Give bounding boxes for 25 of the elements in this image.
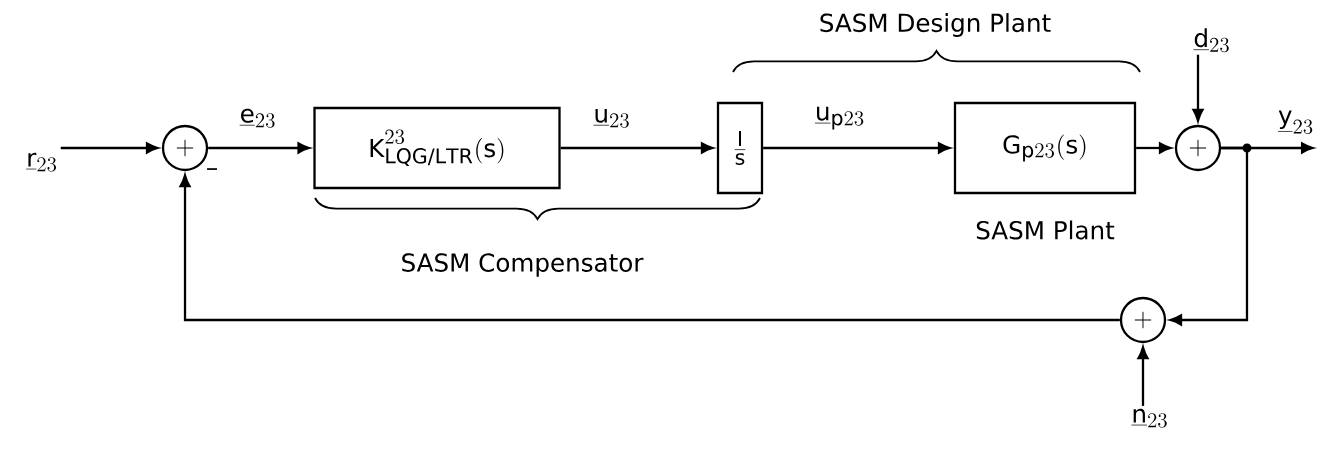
edge-label: $-$	[207, 168, 217, 170]
arrow	[763, 142, 951, 154]
edge-label: $\underline{e}_{23}$	[239, 108, 275, 128]
signal-label: $\underline{n}_{23}$	[1131, 408, 1167, 428]
transfer-block: $G_{p23}(s)$	[953, 101, 1137, 195]
arrow	[560, 142, 714, 154]
signal-label: $\underline{d}_{23}$	[1193, 28, 1229, 53]
transfer-block: $K^{23}_{LQG/LTR}(s)$	[313, 106, 561, 190]
signal-label: $\underline{y}_{23}$	[1277, 110, 1313, 134]
arrow	[60, 142, 159, 154]
brace-label: SASM Design Plant	[820, 13, 1051, 37]
arrow	[1136, 142, 1172, 154]
signal-label: $\underline{r}_{23}$	[26, 152, 57, 172]
arrow	[179, 174, 1120, 322]
transfer-block: $\frac{I}{s}$	[716, 101, 764, 195]
arrow	[1137, 346, 1149, 406]
summing-junction: $+$	[1119, 296, 1167, 344]
block-caption: SASM Plant	[976, 220, 1115, 240]
arrow	[1192, 54, 1204, 122]
arrow	[1169, 146, 1249, 326]
edge-label: $\underline{u}_{p23}$	[814, 106, 864, 130]
brace-label: SASM Compensator	[402, 253, 644, 277]
arrow	[208, 142, 311, 154]
summing-junction: $+$	[1174, 124, 1222, 172]
edge-label: $\underline{u}_{23}$	[593, 108, 629, 128]
